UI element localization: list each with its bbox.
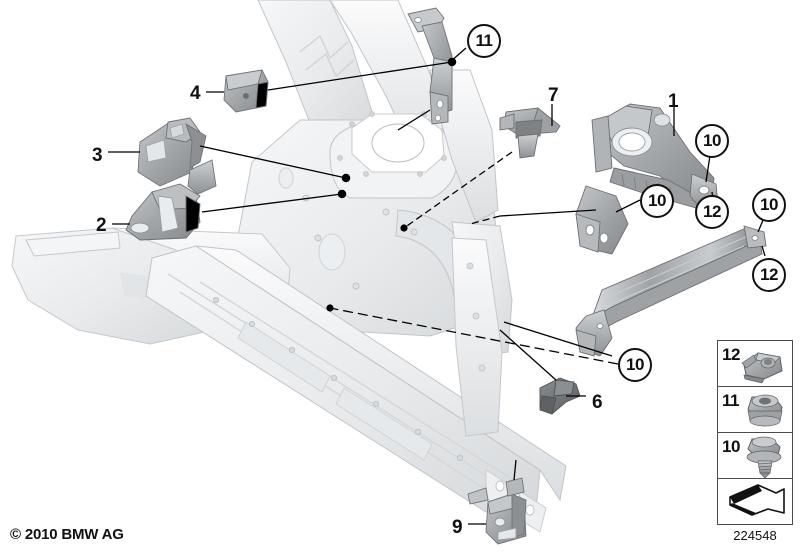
callout-3[interactable]: 3 — [92, 145, 103, 166]
legend-row-11[interactable]: 11 — [718, 387, 792, 433]
part-3-bracket — [137, 117, 207, 187]
diagram-number: 224548 — [733, 528, 777, 543]
legend-number-10: 10 — [722, 437, 740, 456]
callout-9[interactable]: 9 — [452, 517, 463, 538]
part-11-bracket — [407, 7, 453, 125]
part-9-bracket — [467, 477, 527, 545]
callout-10-circled-d[interactable]: 10 — [618, 348, 652, 382]
callout-4[interactable]: 4 — [190, 83, 201, 104]
hex-nut-icon — [747, 394, 783, 427]
callout-6[interactable]: 6 — [592, 392, 603, 413]
callout-1[interactable]: 1 — [668, 91, 679, 112]
part-diagonal-reinforcement — [575, 225, 767, 357]
fastener-legend: 12 11 10 — [717, 340, 793, 525]
part-3-companion — [187, 159, 217, 195]
leader-lines — [108, 47, 770, 525]
part-2-bracket — [125, 183, 201, 241]
part-4-bracket — [223, 69, 269, 113]
callout-10-circled-a[interactable]: 10 — [695, 124, 729, 158]
callout-2[interactable]: 2 — [96, 215, 107, 236]
callout-11-circled[interactable]: 11 — [467, 24, 501, 58]
callout-12-circled-a[interactable]: 12 — [695, 195, 729, 229]
legend-row-arrow[interactable] — [718, 479, 792, 525]
legend-number-12: 12 — [722, 345, 740, 364]
hex-bolt-icon — [746, 436, 782, 478]
legend-number-11: 11 — [722, 391, 739, 410]
legend-row-10[interactable]: 10 — [718, 433, 792, 479]
callout-10-circled-c[interactable]: 10 — [752, 188, 786, 222]
callout-12-circled-b[interactable]: 12 — [752, 258, 786, 292]
arrow-symbol-icon — [729, 484, 785, 516]
clip-nut-icon — [741, 352, 783, 384]
copyright-notice: © 2010 BMW AG — [10, 526, 124, 543]
part-6-bracket — [539, 377, 581, 415]
callout-10-circled-b[interactable]: 10 — [640, 184, 674, 218]
part-7-bracket — [499, 107, 561, 159]
legend-row-12[interactable]: 12 — [718, 341, 792, 387]
part-1-bracket — [575, 103, 723, 255]
callout-7[interactable]: 7 — [548, 85, 559, 106]
